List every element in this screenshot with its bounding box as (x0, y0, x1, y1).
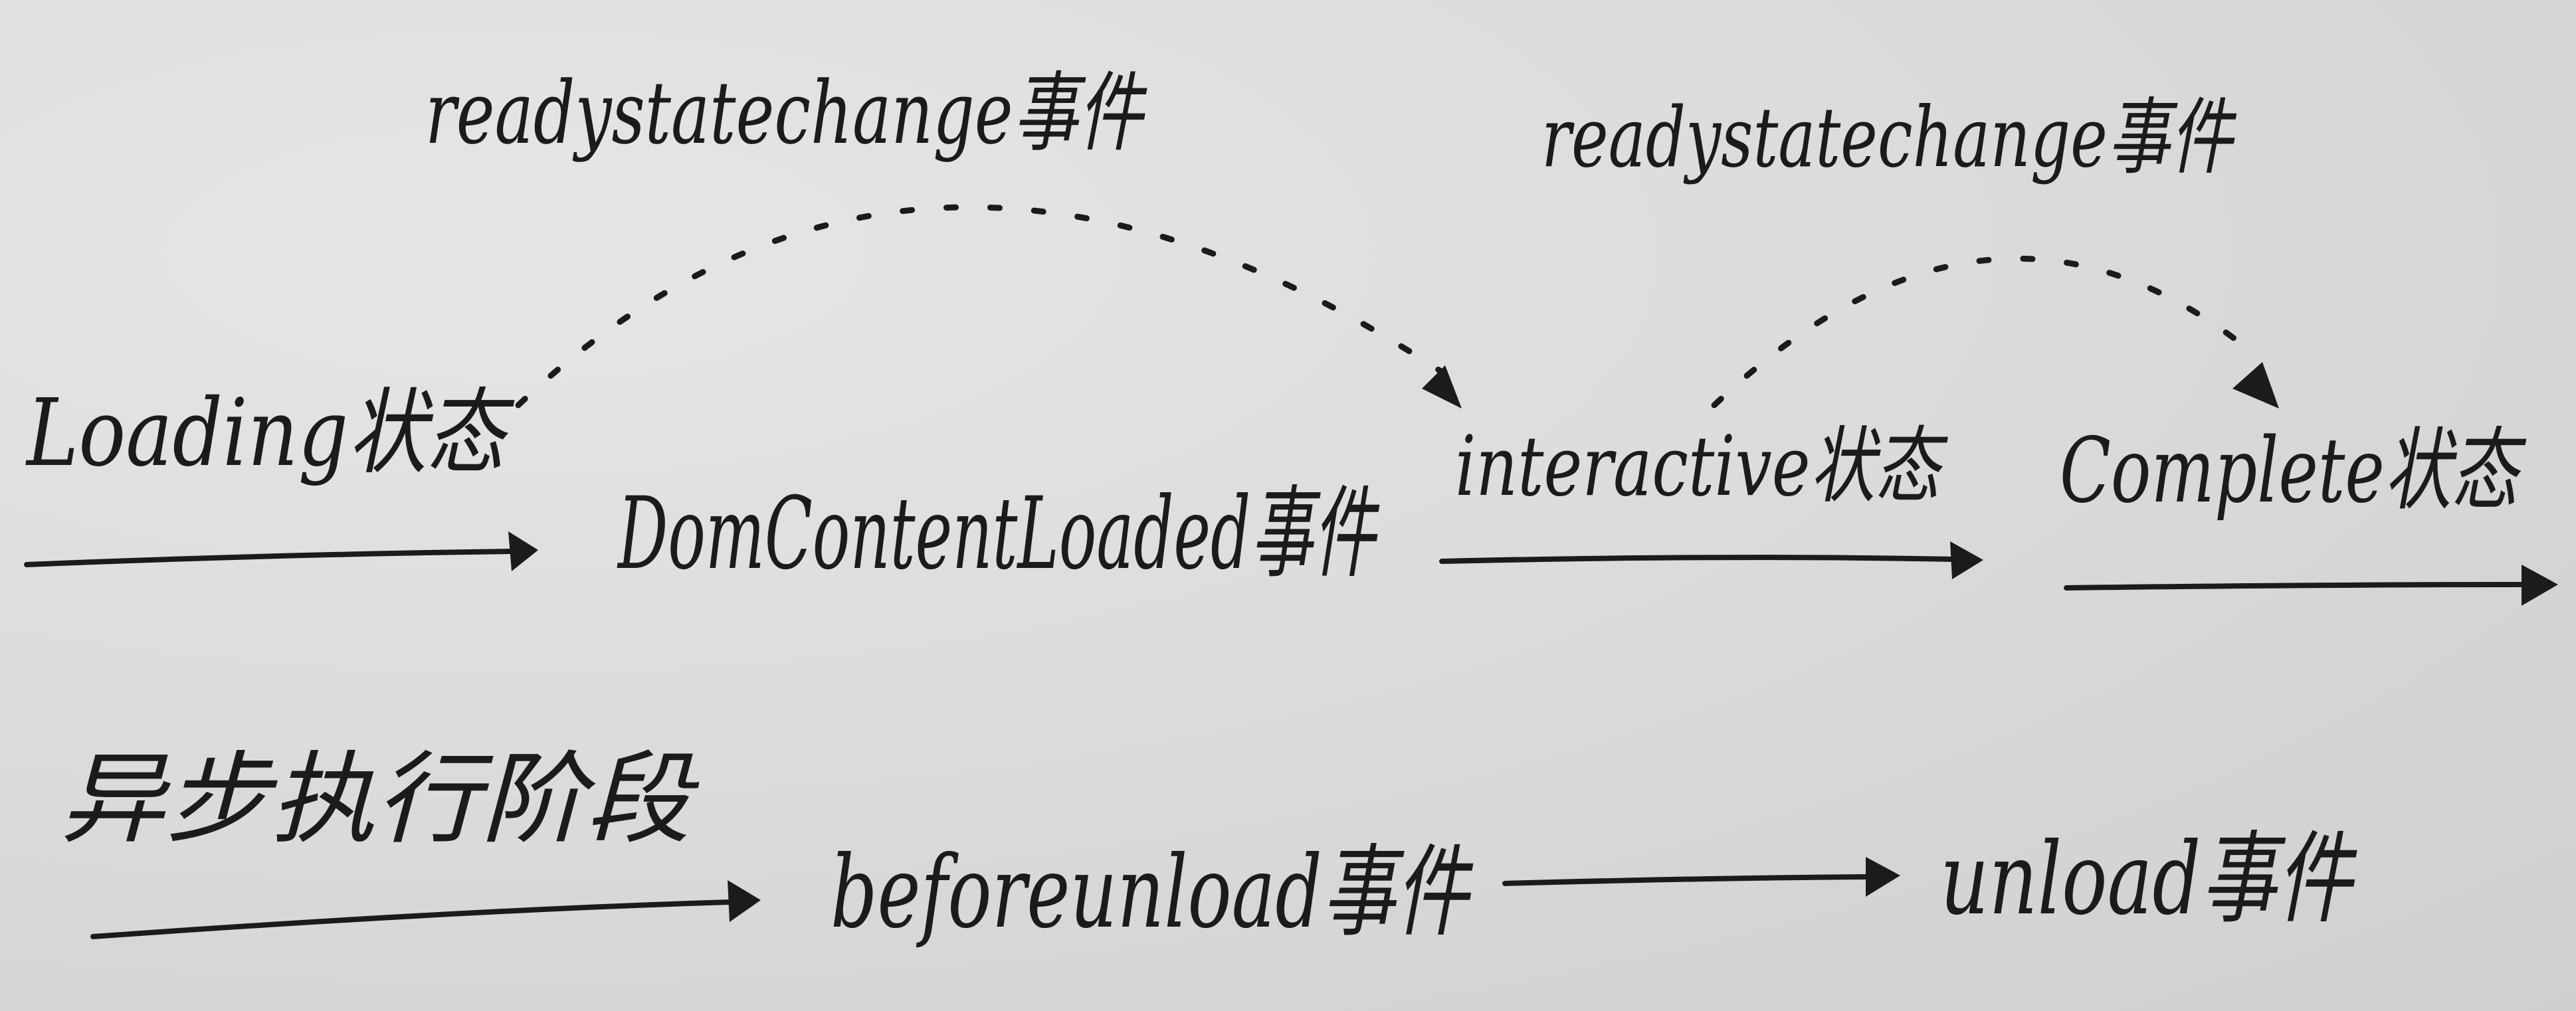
interactive-state-label: interactive状态 (1455, 418, 1949, 515)
dashed-arc-2-arrowhead (2232, 362, 2279, 409)
arrow-complete-out (2064, 582, 2527, 591)
arrow-async-to-beforeunload (90, 899, 734, 939)
arrow-interactive-to-complete (1439, 555, 1956, 564)
async-phase-label: 异步执行阶段 (60, 742, 700, 858)
dashed-arc-1-arrowhead (1422, 365, 1462, 409)
arrow-loading-to-dcl (24, 549, 514, 567)
arrow-interactive-to-complete-head (1950, 541, 1983, 579)
dashed-arc-2 (1711, 255, 2259, 409)
loading-state-label: Loading状态 (25, 379, 515, 488)
beforeunload-event-label: beforeunload事件 (831, 835, 1474, 951)
dashed-arc-1 (515, 204, 1445, 409)
domcontentloaded-event-label: DomContentLoaded事件 (617, 476, 1380, 592)
rsc-event-label-1: readystatechange事件 (425, 62, 1147, 163)
rsc-event-label-2: readystatechange事件 (1541, 90, 2237, 186)
arrow-async-to-beforeunload-head (728, 880, 761, 922)
arrow-complete-out-head (2522, 565, 2558, 606)
arrow-loading-to-dcl-head (508, 531, 538, 571)
unload-event-label: unload事件 (1940, 822, 2357, 937)
arrow-beforeunload-to-unload-head (1866, 857, 1900, 897)
arrow-beforeunload-to-unload (1502, 874, 1870, 886)
complete-state-label: Complete状态 (2060, 418, 2527, 523)
